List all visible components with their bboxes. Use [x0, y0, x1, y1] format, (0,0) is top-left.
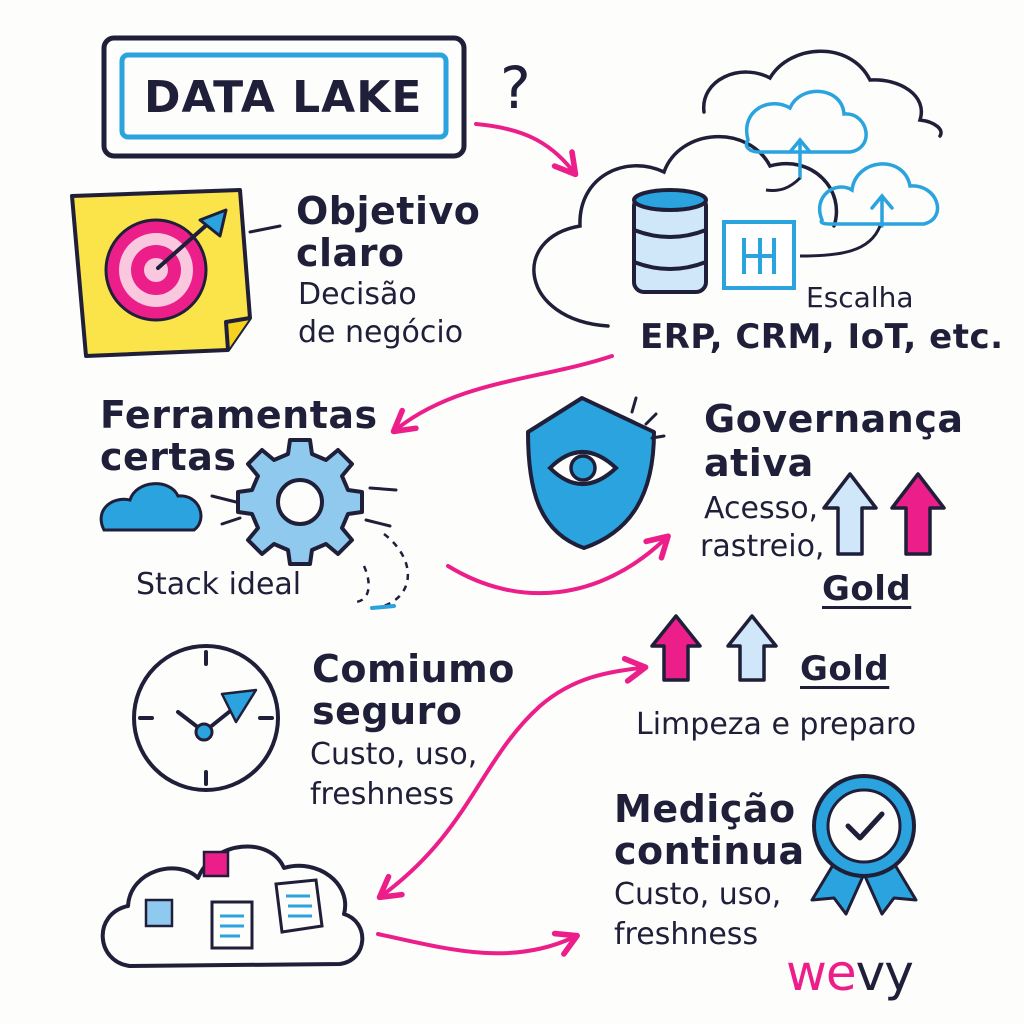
pink-square-icon — [202, 850, 230, 878]
tools-icon-group — [99, 438, 409, 610]
governance-heading-2: ativa — [704, 441, 814, 485]
document-icon — [210, 900, 254, 950]
page-title: DATA LAKE — [144, 72, 423, 123]
gear-icon — [236, 438, 364, 566]
brand-logo-part-2: vy — [855, 944, 914, 1002]
governance-heading-1: Governança — [704, 397, 964, 441]
tools-heading-2: certas — [100, 435, 237, 479]
arrow-tools-to-governance — [446, 533, 671, 596]
pink-up-arrow-icon — [650, 614, 702, 682]
objective-sub-2: de negócio — [298, 315, 464, 350]
light-up-arrow-icon — [726, 614, 778, 682]
governance-sub-2: rastreio, — [700, 529, 825, 564]
tools-sub: Stack ideal — [136, 567, 302, 602]
tools-heading-1: Ferramentas — [100, 393, 378, 437]
arrow-storage-to-measurement — [376, 930, 580, 957]
question-mark: ? — [500, 54, 531, 122]
consumption-sub-1: Custo, uso, — [310, 737, 478, 772]
brand-logo: wevy — [786, 948, 914, 998]
pink-up-arrow-icon — [890, 472, 946, 556]
blue-square-icon — [144, 898, 174, 928]
server-panel-icon — [722, 220, 796, 290]
flow-arrows — [376, 122, 671, 957]
quality-up-arrows — [650, 614, 778, 682]
measurement-sub-2: freshness — [614, 917, 759, 952]
measurement-heading-2: continua — [614, 829, 805, 873]
arrow-title-to-sources — [474, 122, 579, 178]
light-up-arrow-icon — [822, 472, 878, 556]
cloud-sources-icon — [532, 49, 943, 328]
quality-sub: Limpeza e preparo — [636, 707, 917, 742]
objective-sub-1: Decisão — [298, 277, 417, 312]
measurement-heading-1: Medição — [614, 787, 796, 831]
brand-logo-part-1: we — [786, 944, 857, 1002]
governance-sub-1: Acesso, — [704, 491, 819, 526]
measurement-sub-1: Custo, uso, — [614, 877, 782, 912]
consumption-heading-2: seguro — [312, 689, 463, 733]
arrow-sources-to-tools — [390, 354, 614, 435]
sources-systems-label: ERP, CRM, IoT, etc. — [640, 317, 1004, 357]
objective-heading-2: claro — [296, 231, 405, 275]
sticky-note-target-icon — [70, 188, 282, 358]
clock-icon — [132, 644, 280, 792]
consumption-sub-2: freshness — [310, 777, 455, 812]
shield-eye-icon — [526, 396, 666, 550]
consumption-heading-1: Comiumo — [312, 647, 515, 691]
governance-gold-badge: Gold — [822, 569, 912, 609]
award-rosette-icon — [810, 774, 918, 916]
quality-gold-badge: Gold — [800, 649, 890, 689]
cloud-storage-icon — [100, 844, 365, 968]
arrow-consumption-to-quality — [376, 655, 649, 901]
governance-up-arrows — [822, 472, 946, 556]
document-icon — [274, 878, 324, 934]
title-box — [101, 35, 467, 159]
objective-heading-1: Objetivo — [296, 189, 481, 233]
sources-scale-label: Escalha — [806, 281, 914, 314]
database-icon — [632, 188, 708, 294]
